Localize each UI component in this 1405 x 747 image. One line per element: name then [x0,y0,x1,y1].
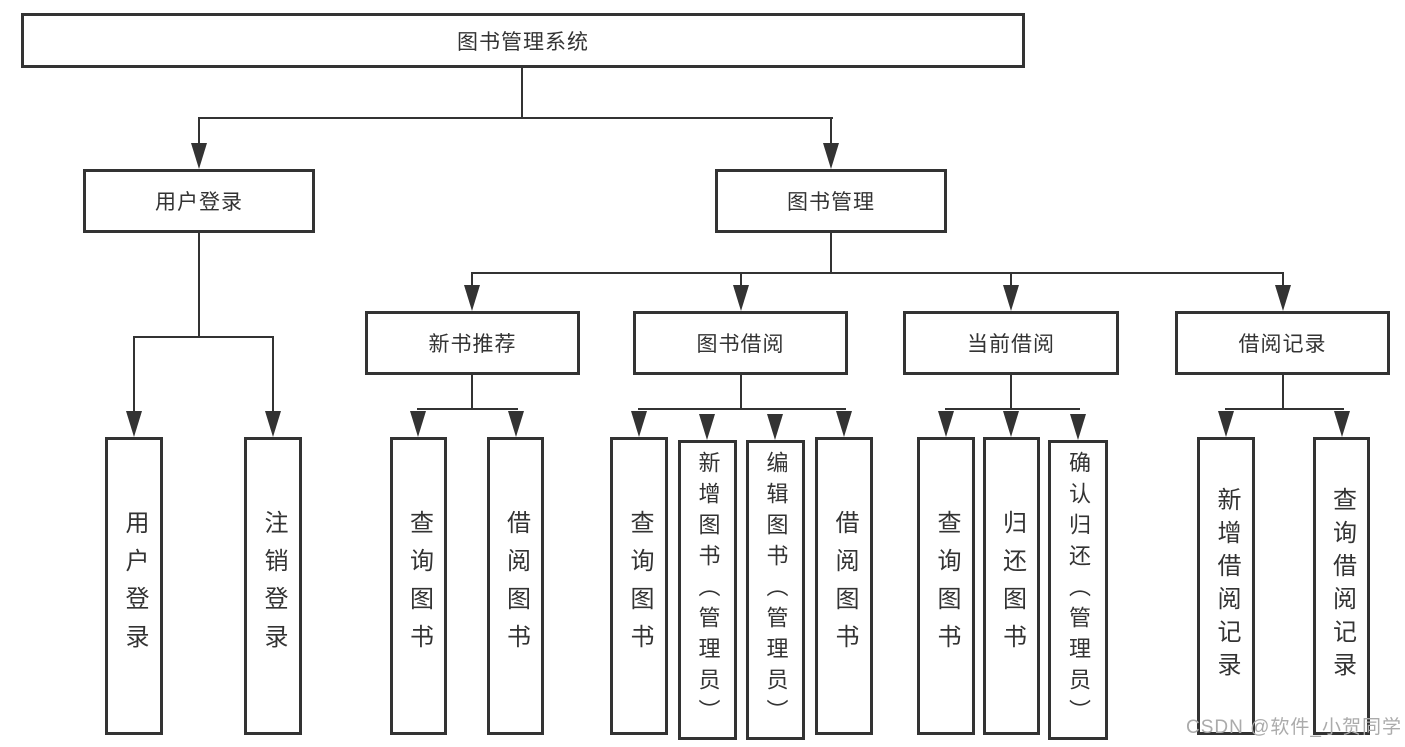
connector-rail [945,408,1080,410]
node-borrow-records: 借阅记录 [1175,311,1390,375]
leaf-label: 注销登录 [260,510,287,662]
leaf-newbook-borrow-books: 借阅图书 [487,437,544,735]
node-user-login: 用户登录 [83,169,315,233]
connector-drop [1010,374,1012,410]
leaf-label: 查询图书 [405,510,433,662]
connector-stem-leaf [272,336,274,413]
arrowhead [733,285,749,311]
node-current-borrow: 当前借阅 [903,311,1119,375]
arrowhead [126,411,142,437]
connector-level3-rail [471,272,1284,274]
connector-level2-rail [198,117,833,119]
connector-user-login-rail [133,336,274,338]
leaf-label: 新增借阅记录 [1213,487,1240,685]
node-label: 新书推荐 [428,333,517,356]
connector-stem-book-mgmt [830,117,832,146]
arrowhead [464,285,480,311]
leaf-label: 查询图书 [626,510,653,662]
leaf-label: 用户登录 [121,510,148,662]
node-root: 图书管理系统 [21,13,1025,68]
leaf-label: 归还图书 [998,510,1026,662]
connector-stem-leaf [133,336,135,413]
leaf-label: 查询图书 [933,510,960,662]
connector-rail [638,408,846,410]
leaf-label: 新增图书（管理员） [695,450,721,730]
arrowhead [1275,285,1291,311]
leaf-borrow-edit-books-admin: 编辑图书（管理员） [746,440,805,740]
leaf-label: 查询借阅记录 [1328,487,1356,685]
leaf-current-return-books: 归还图书 [983,437,1040,735]
arrowhead [699,414,715,440]
leaf-label: 确认归还（管理员） [1066,450,1091,730]
connector-stem [471,272,473,288]
leaf-borrow-add-books-admin: 新增图书（管理员） [678,440,737,740]
arrowhead [631,411,647,437]
arrowhead [265,411,281,437]
leaf-records-add-record: 新增借阅记录 [1197,437,1255,735]
node-root-label: 图书管理系统 [457,30,589,54]
arrowhead [1218,411,1234,437]
node-book-mgmt-label: 图书管理 [787,191,875,214]
node-label: 当前借阅 [967,333,1055,356]
leaf-label: 借阅图书 [831,510,858,662]
connector-rail [417,408,518,410]
arrowhead [410,411,426,437]
leaf-logout: 注销登录 [244,437,302,735]
connector-book-mgmt-drop [830,233,832,274]
leaf-newbook-query-books: 查询图书 [390,437,447,735]
node-book-borrow: 图书借阅 [633,311,848,375]
arrowhead [1070,414,1086,440]
connector-root-drop [521,68,523,118]
connector-drop [471,374,473,410]
node-user-login-label: 用户登录 [155,191,243,214]
leaf-user-login: 用户登录 [105,437,163,735]
arrowhead [836,411,852,437]
leaf-label: 借阅图书 [502,510,530,662]
arrowhead [191,143,207,169]
connector-stem [1010,272,1012,288]
leaf-records-query-record: 查询借阅记录 [1313,437,1370,735]
connector-drop [1282,374,1284,410]
node-label: 借阅记录 [1238,333,1327,356]
leaf-borrow-query-books: 查询图书 [610,437,668,735]
node-label: 图书借阅 [696,333,785,356]
arrowhead [508,411,524,437]
connector-stem [740,272,742,288]
leaf-label: 编辑图书（管理员） [763,450,789,730]
leaf-current-query-books: 查询图书 [917,437,975,735]
arrowhead [938,411,954,437]
arrowhead [1003,411,1019,437]
connector-rail [1225,408,1344,410]
connector-stem [1282,272,1284,288]
leaf-borrow-borrow-books: 借阅图书 [815,437,873,735]
watermark: CSDN @软件_小贺同学 [1186,717,1402,738]
arrowhead [1003,285,1019,311]
arrowhead [823,143,839,169]
leaf-current-confirm-return-admin: 确认归还（管理员） [1048,440,1108,740]
arrowhead [767,414,783,440]
connector-stem-user-login [198,117,200,146]
connector-drop [740,374,742,410]
arrowhead [1334,411,1350,437]
connector-user-login-drop [198,233,200,338]
node-new-book-recommend: 新书推荐 [365,311,580,375]
node-book-mgmt: 图书管理 [715,169,947,233]
